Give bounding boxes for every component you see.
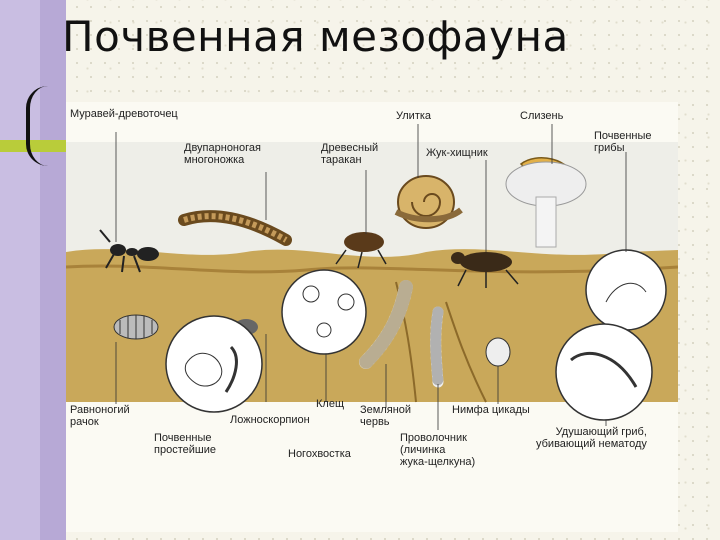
mite-drawing-2 <box>316 322 332 338</box>
label-protozoa: Почвенные простейшие <box>154 432 216 456</box>
label-ant: Муравей-древоточец <box>70 108 178 120</box>
root <box>445 301 487 403</box>
slide-title: Почвенная мезофауна <box>62 12 569 61</box>
amoeba-drawing <box>184 353 223 387</box>
nematode-drawing <box>570 351 638 388</box>
slide-sidebar-inner <box>0 0 40 540</box>
paramecium-drawing <box>224 345 238 393</box>
bracket-decoration <box>26 86 48 166</box>
label-earthworm: Земляной червь <box>360 404 412 428</box>
label-slug: Слизень <box>520 110 564 122</box>
illustration-svg <box>66 124 678 430</box>
wireworm-drawing <box>430 306 444 388</box>
millipede-drawing <box>178 210 292 246</box>
label-wireworm: Проволочник (личинка жука-щелкуна) <box>400 432 476 468</box>
mushroom-drawing <box>505 161 587 248</box>
label-millipede: Двупарноногая многоножка <box>184 142 261 166</box>
cockroach-drawing <box>335 232 387 269</box>
isopod-drawing <box>113 314 159 340</box>
cicada-nymph-drawing <box>485 337 511 367</box>
label-pseudoscorpion: Ложноскорпион <box>230 414 310 426</box>
beetle-drawing <box>451 252 519 288</box>
fungi-circle <box>585 249 667 331</box>
mites-circle <box>281 269 367 355</box>
label-springtail: Ногохвостка <box>288 448 351 460</box>
mite-drawing <box>302 285 320 303</box>
label-mite: Клещ <box>316 398 344 410</box>
leader-lines <box>115 124 627 430</box>
earthworm-drawing <box>359 280 413 369</box>
snail-drawing <box>394 175 463 229</box>
ant-drawing <box>99 229 159 273</box>
pseudoscorpion-drawing <box>337 293 355 311</box>
nematode-fungus-circle <box>555 323 653 421</box>
label-isopod: Равноногий рачок <box>70 404 130 428</box>
mesofauna-illustration: Муравей-древоточец Двупарноногая многоно… <box>66 102 678 532</box>
label-snail: Улитка <box>396 110 432 122</box>
label-fungi: Почвенные грибы <box>594 130 652 154</box>
label-beetle: Жук-хищник <box>426 147 488 159</box>
label-cicada: Нимфа цикады <box>452 404 530 416</box>
label-cockroach: Древесный таракан <box>321 142 379 166</box>
label-nematode-fungus: Удушающий гриб, убивающий нематоду <box>536 426 647 450</box>
soil-line <box>66 264 678 274</box>
fungi-hyphae <box>605 282 647 303</box>
